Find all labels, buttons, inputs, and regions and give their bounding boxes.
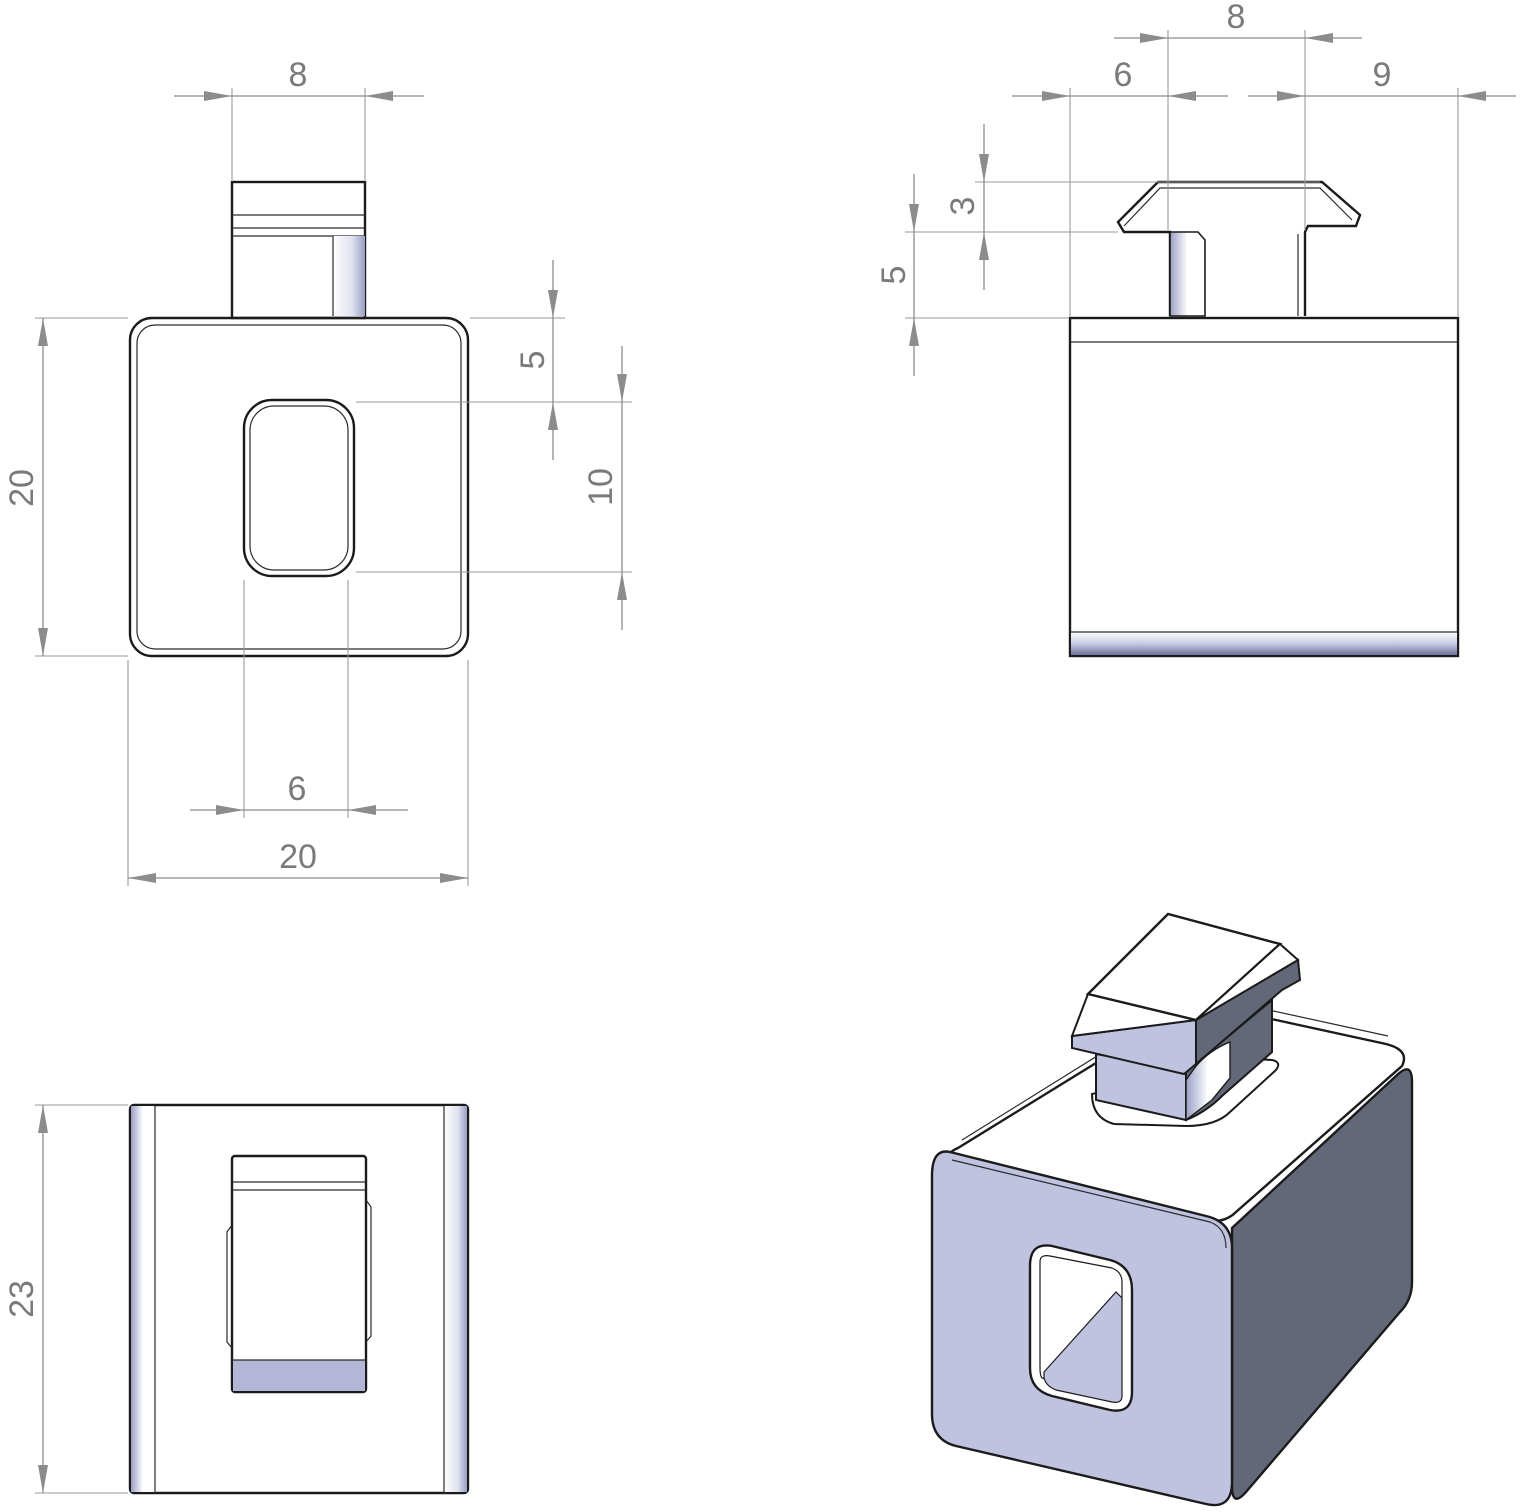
dim-front-width: 20 (279, 838, 317, 876)
dim-side-top-span: 8 (1227, 0, 1246, 36)
front-body (128, 316, 470, 658)
top-tab (230, 1154, 368, 1394)
dim-top-depth: 23 (3, 1280, 41, 1318)
dim-side-tab-height: 5 (875, 266, 913, 285)
dim-front-height: 20 (3, 469, 41, 507)
dim-side-tab-thickness: 3 (944, 197, 982, 216)
front-view: 8 20 5 10 6 20 (3, 56, 632, 886)
dim-front-slot-offset: 5 (514, 351, 552, 370)
top-view: 23 (3, 1103, 470, 1495)
side-tab (1116, 180, 1362, 316)
top-body (128, 1103, 470, 1495)
iso-right-face (1230, 1068, 1414, 1500)
iso-tab (1070, 912, 1302, 1128)
side-view: 8 6 9 3 5 (875, 0, 1516, 658)
isometric-view (930, 912, 1414, 1507)
dim-front-top-width: 8 (289, 56, 308, 94)
dim-side-left-offset: 6 (1114, 56, 1133, 94)
side-body (1068, 316, 1460, 658)
dim-front-slot-height: 10 (582, 468, 620, 506)
front-tab (230, 180, 367, 320)
dim-side-right-offset: 9 (1373, 56, 1392, 94)
dim-front-slot-width: 6 (288, 770, 307, 808)
front-slot (242, 398, 356, 578)
